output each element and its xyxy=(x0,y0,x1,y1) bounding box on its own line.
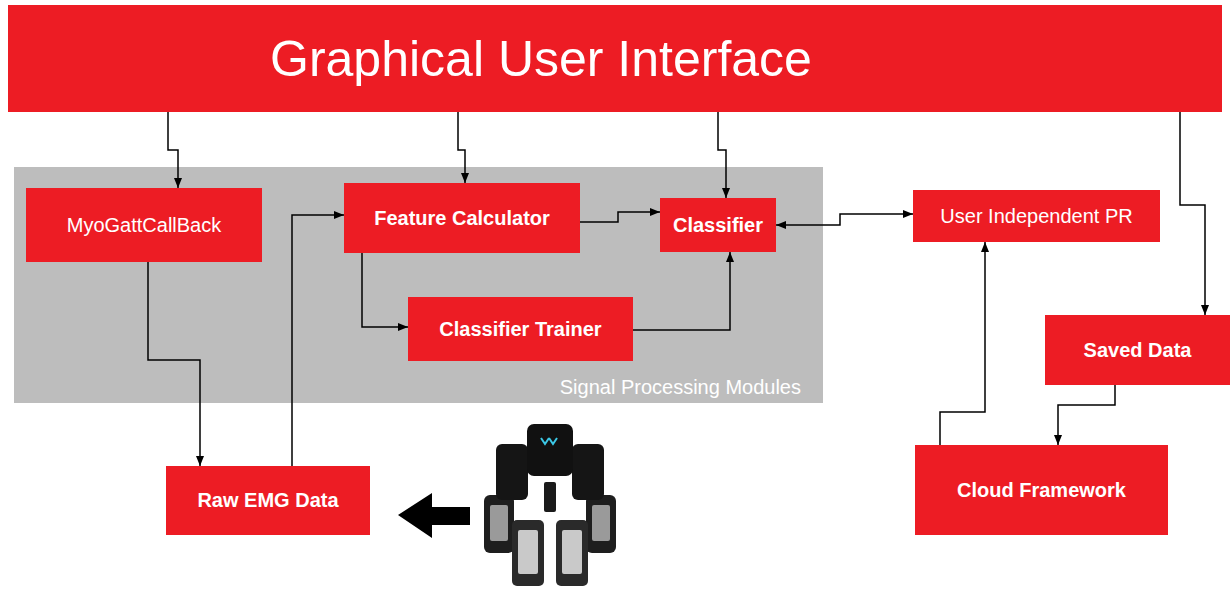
process-box: MyoGattCallBack xyxy=(26,188,262,262)
interface-band: Graphical User Interface xyxy=(8,5,1222,112)
node-label: Saved Data xyxy=(1084,339,1192,362)
node-label: Classifier Trainer xyxy=(439,318,601,341)
process-box: Classifier xyxy=(660,198,776,252)
flow-connector xyxy=(1180,112,1205,315)
process-box: User Independent PR xyxy=(913,190,1160,242)
flow-connector xyxy=(718,112,726,198)
data-box: Raw EMG Data xyxy=(166,466,370,535)
flow-connector xyxy=(458,112,465,183)
flow-connector xyxy=(633,252,730,330)
flow-connector xyxy=(1058,385,1115,445)
node-label: Feature Calculator xyxy=(374,207,550,230)
flow-connector xyxy=(362,253,408,327)
data-flow-arrow xyxy=(398,493,470,538)
node-label: User Independent PR xyxy=(940,205,1132,228)
node-label: Graphical User Interface xyxy=(270,30,812,88)
group-label: Signal Processing Modules xyxy=(560,376,801,399)
node-label: Raw EMG Data xyxy=(197,489,338,512)
node-label: MyoGattCallBack xyxy=(67,214,222,237)
process-box: Classifier Trainer xyxy=(408,297,633,361)
flow-connector xyxy=(940,242,985,445)
process-box: Feature Calculator xyxy=(344,183,580,253)
process-box: Cloud Framework xyxy=(915,445,1168,535)
flow-connector xyxy=(776,214,913,225)
node-label: Cloud Framework xyxy=(957,479,1126,502)
flow-connector xyxy=(148,262,200,466)
flow-connector xyxy=(292,215,344,466)
module-group: Signal Processing Modules MyoGattCallBack… xyxy=(14,167,823,403)
node-label: Classifier xyxy=(673,214,763,237)
data-box: Saved Data xyxy=(1045,315,1230,385)
armband-pods xyxy=(484,424,616,586)
flow-connector xyxy=(580,212,660,222)
flow-connector xyxy=(168,112,178,188)
